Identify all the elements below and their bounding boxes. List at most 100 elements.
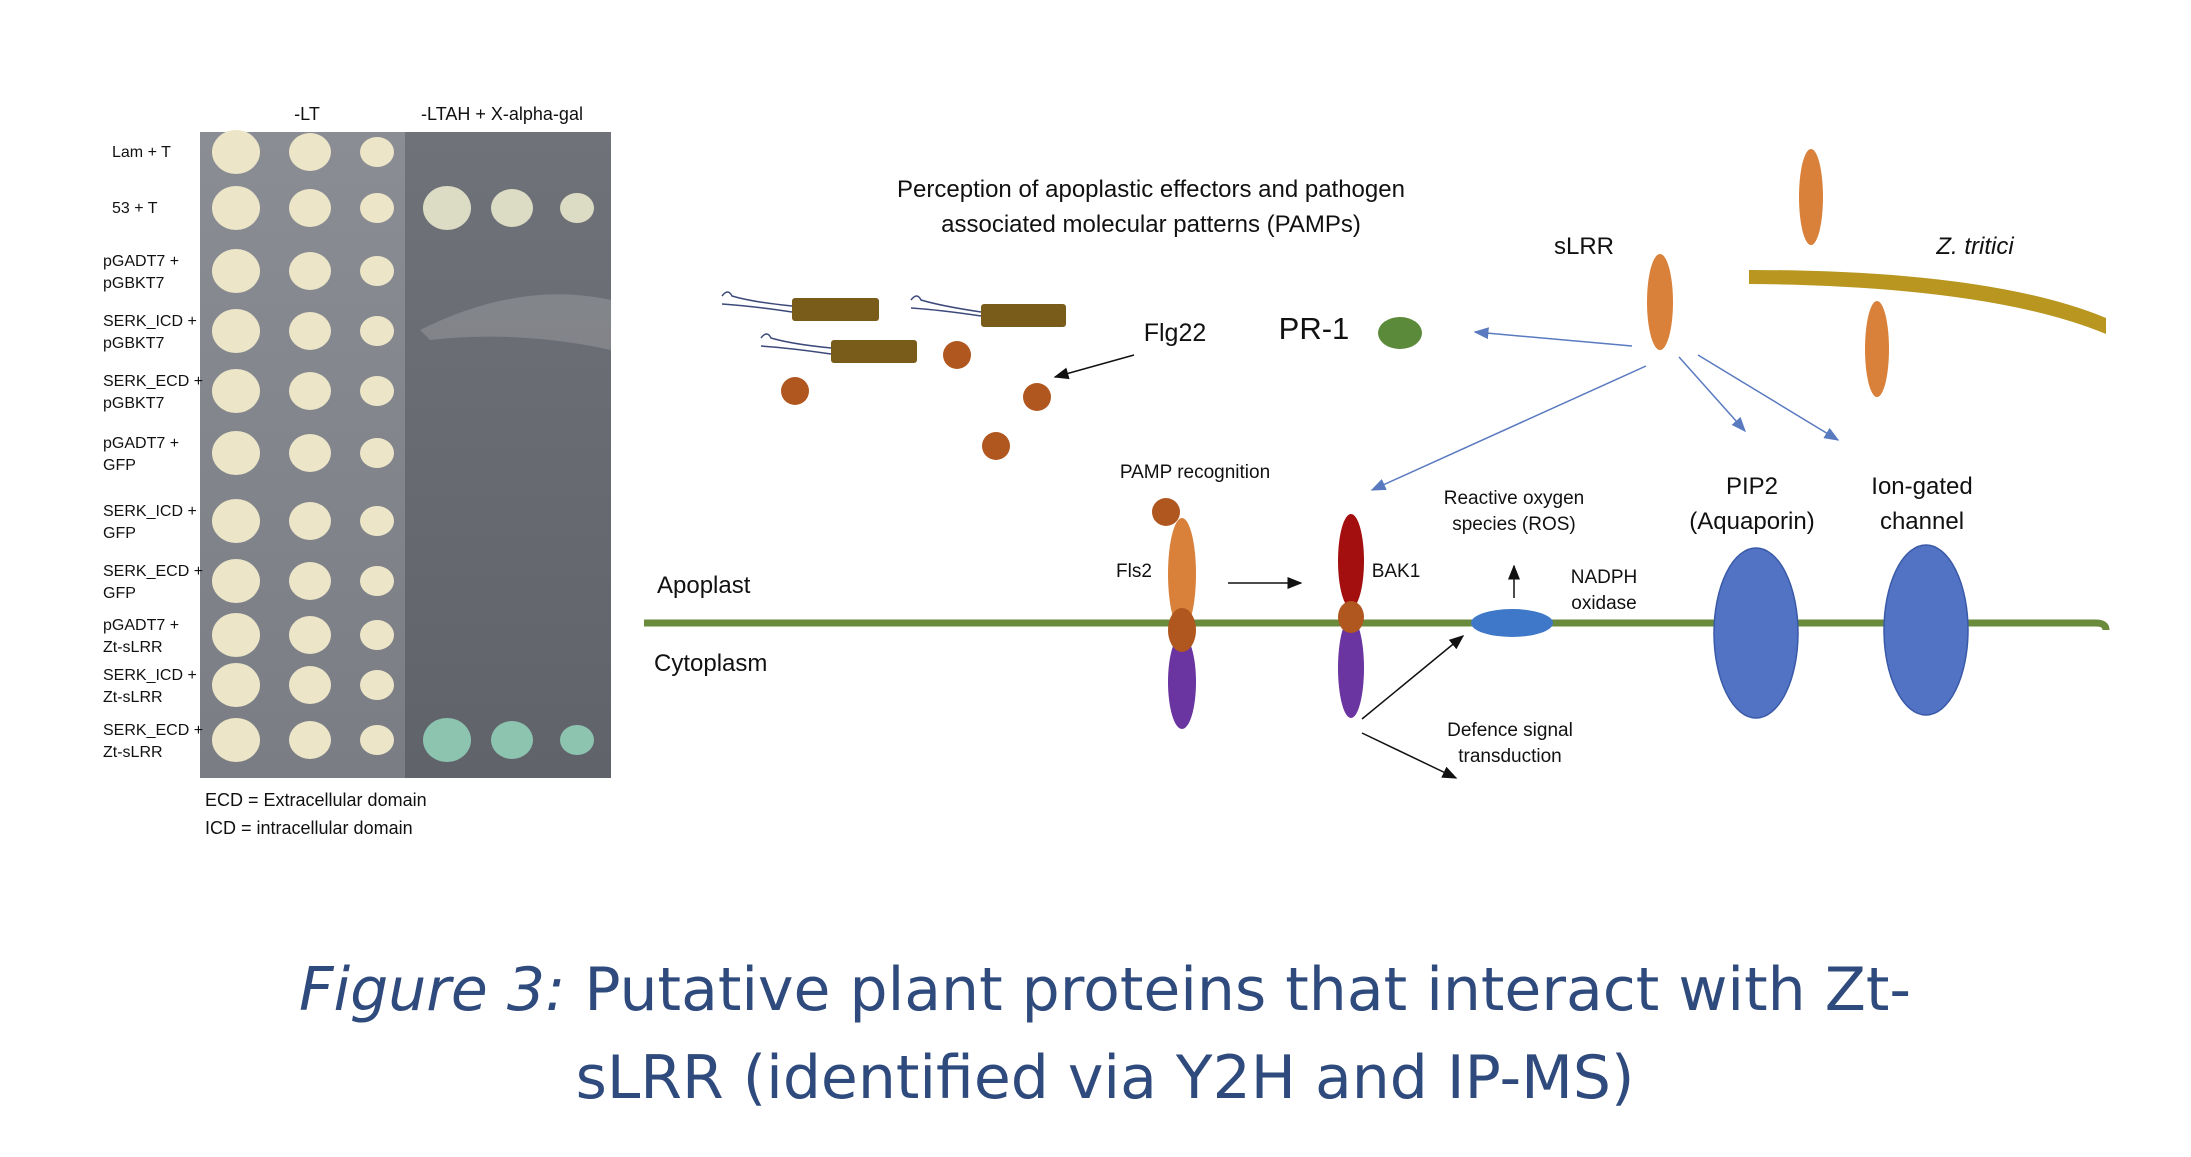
defence-signal-arrow bbox=[1361, 732, 1458, 779]
plate-row: pGADT7 +Zt-sLRR bbox=[103, 613, 394, 657]
plate-row: SERK_ICD +GFP bbox=[103, 499, 394, 543]
bak1-kinase-domain bbox=[1338, 618, 1364, 718]
apoplast-label: Apoplast bbox=[657, 572, 751, 599]
bak1-label: BAK1 bbox=[1372, 561, 1421, 582]
yeast-colony-lt bbox=[212, 431, 260, 475]
plate-row: SERK_ICD + Zt-sLRR bbox=[103, 663, 394, 707]
slrr-protein bbox=[1799, 149, 1823, 245]
row-label-line1: Lam + T bbox=[112, 144, 171, 161]
plate-row: SERK_ECD +GFP bbox=[103, 559, 394, 603]
plate-row: Lam + T bbox=[112, 130, 394, 174]
pip2-label-line2: (Aquaporin) bbox=[1689, 508, 1814, 535]
row-label-line2: GFP bbox=[103, 585, 136, 602]
ros-label-line1: Reactive oxygen bbox=[1444, 488, 1584, 509]
yeast-colony-lt bbox=[212, 369, 260, 413]
row-label-line1: SERK_ICD + bbox=[103, 667, 197, 684]
yeast-colony-ltah bbox=[491, 189, 533, 227]
pamp-recognition-label: PAMP recognition bbox=[1120, 462, 1270, 483]
ros-label-line2: species (ROS) bbox=[1452, 514, 1576, 535]
bacterium bbox=[981, 304, 1066, 327]
bacteria-group bbox=[721, 291, 982, 355]
plate-row: 53 + T bbox=[112, 186, 594, 230]
row-label-line2: Zt-sLRR bbox=[103, 689, 163, 706]
row-label-line2: Zt-sLRR bbox=[103, 744, 163, 761]
flagellum bbox=[760, 333, 832, 355]
yeast-colony-lt bbox=[289, 562, 331, 600]
yeast-colony-lt bbox=[212, 249, 260, 293]
flg22-arrow bbox=[1053, 354, 1135, 380]
arrow-to-pr1 bbox=[1473, 327, 1633, 347]
slrr-label: sLRR bbox=[1554, 233, 1614, 260]
row-label-line1: SERK_ICD + bbox=[103, 313, 197, 330]
yeast-colony-lt bbox=[212, 186, 260, 230]
yeast-colony-lt bbox=[289, 502, 331, 540]
row-label-line1: SERK_ECD + bbox=[103, 722, 203, 739]
arrow-to-pip2 bbox=[1678, 356, 1746, 433]
fls2-label: Fls2 bbox=[1116, 561, 1152, 582]
arrow-to-ion-channel bbox=[1697, 354, 1840, 441]
yeast-colony-lt bbox=[360, 725, 394, 755]
defence-label-line1: Defence signal bbox=[1447, 720, 1573, 741]
plate-glare bbox=[420, 294, 611, 350]
nadph-label-line1: NADPH bbox=[1571, 567, 1638, 588]
flagellum bbox=[721, 291, 793, 313]
yeast-colony-lt bbox=[360, 193, 394, 223]
yeast-colony-lt bbox=[289, 721, 331, 759]
yeast-colony-lt bbox=[360, 670, 394, 700]
column-header-ltah: -LTAH + X-alpha-gal bbox=[421, 104, 583, 124]
flg22-particle bbox=[982, 432, 1010, 460]
row-label-line2: pGBKT7 bbox=[103, 335, 164, 352]
pr1-label: PR-1 bbox=[1279, 311, 1350, 346]
yeast-colony-ltah bbox=[423, 186, 471, 230]
arrow-to-bak1 bbox=[1370, 365, 1647, 491]
caption-text: Putative plant proteins that interact wi… bbox=[565, 955, 1911, 1025]
flg22-label: Flg22 bbox=[1144, 319, 1207, 347]
pip2-aquaporin bbox=[1713, 547, 1799, 719]
plasma-membrane bbox=[644, 619, 2110, 631]
ion-gated-channel bbox=[1883, 544, 1969, 716]
yeast-colony-ltah bbox=[560, 725, 594, 755]
flagellum bbox=[910, 295, 982, 317]
diagram-title-line1: Perception of apoplastic effectors and p… bbox=[897, 176, 1405, 203]
flg22-particle bbox=[1023, 383, 1051, 411]
yeast-colony-lt bbox=[212, 613, 260, 657]
yeast-colony-lt bbox=[289, 133, 331, 171]
slrr-interaction-arrows bbox=[1370, 327, 1840, 491]
row-label-line1: SERK_ICD + bbox=[103, 503, 197, 520]
pamp-particle bbox=[1152, 498, 1180, 526]
yeast-colony-lt bbox=[360, 566, 394, 596]
nadph-label-line2: oxidase bbox=[1571, 593, 1637, 614]
yeast-colony-lt bbox=[360, 376, 394, 406]
flg22-particle bbox=[781, 377, 809, 405]
pr1-protein bbox=[1378, 317, 1422, 349]
row-label-line1: pGADT7 + bbox=[103, 435, 179, 452]
yeast-colony-lt bbox=[212, 663, 260, 707]
bak1-transmembrane bbox=[1338, 601, 1364, 633]
slrr-protein bbox=[1647, 254, 1673, 350]
fls2-receptor bbox=[1168, 518, 1196, 630]
yeast-colony-ltah bbox=[423, 718, 471, 762]
plate-row: SERK_ICD + pGBKT7 bbox=[103, 309, 394, 353]
slrr-protein bbox=[1865, 301, 1889, 397]
yeast-colony-ltah bbox=[491, 721, 533, 759]
bacterium bbox=[831, 340, 917, 363]
column-header-lt: -LT bbox=[294, 104, 320, 124]
yeast-colony-lt bbox=[360, 137, 394, 167]
plate-row: pGADT7 +pGBKT7 bbox=[103, 249, 394, 293]
yeast-colony-lt bbox=[212, 499, 260, 543]
plate-row: SERK_ECD +pGBKT7 bbox=[103, 369, 394, 413]
yeast-colony-lt bbox=[212, 718, 260, 762]
row-label-line1: SERK_ECD + bbox=[103, 373, 203, 390]
y2h-plate-panel: -LT -LTAH + X-alpha-gal Lam + T 53 + T pGA… bbox=[103, 104, 611, 838]
defence-label-line2: transduction bbox=[1458, 746, 1562, 767]
fls2-kinase-domain bbox=[1168, 635, 1196, 729]
pip2-label-line1: PIP2 bbox=[1726, 473, 1778, 500]
z-tritici-label: Z. tritici bbox=[1935, 233, 2014, 260]
yeast-colony-lt bbox=[360, 316, 394, 346]
bak1-receptor bbox=[1338, 514, 1364, 608]
yeast-colony-lt bbox=[360, 438, 394, 468]
yeast-colony-ltah bbox=[560, 193, 594, 223]
yeast-colony-lt bbox=[289, 189, 331, 227]
figure-caption-line1: Figure 3: Putative plant proteins that i… bbox=[299, 955, 1911, 1025]
yeast-colony-lt bbox=[289, 616, 331, 654]
